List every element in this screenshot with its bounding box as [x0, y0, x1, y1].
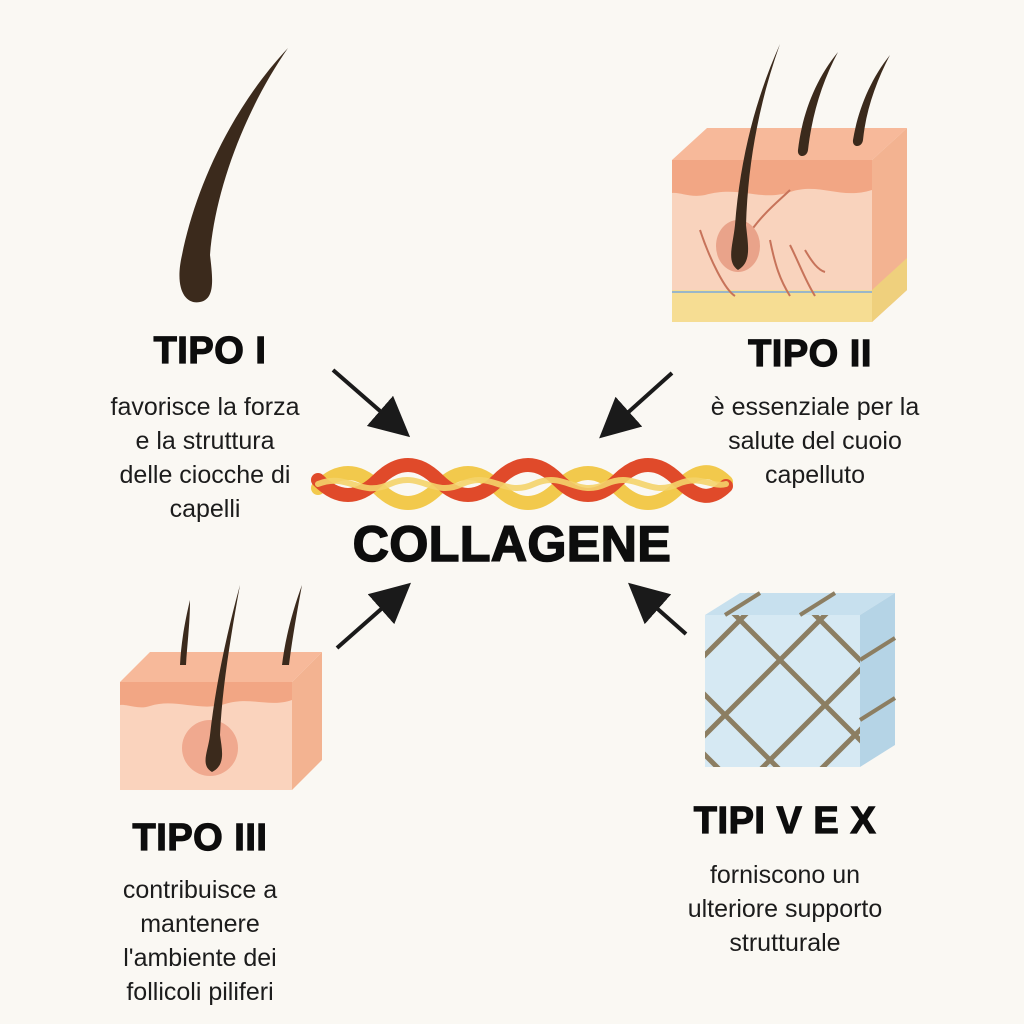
scalp-skin-block-icon	[672, 44, 907, 322]
hair-strand-icon	[179, 48, 288, 303]
type-5-10-description: forniscono un ulteriore supporto struttu…	[687, 861, 883, 957]
type-5-10-title: TIPI V E X	[693, 799, 877, 842]
type-1-description: favorisce la forza e la struttura delle …	[110, 393, 300, 523]
type-2-description: è essenziale per la salute del cuoio cap…	[710, 393, 920, 489]
arrow-tipi-v-x	[628, 582, 688, 636]
type-3-description: contribuisce a mantenere l'ambiente dei …	[122, 876, 278, 1006]
arrow-tipo-i	[331, 368, 411, 438]
collagen-mesh-cube-icon	[705, 591, 897, 767]
arrow-tipo-iii	[335, 582, 412, 650]
arrow-tipo-ii	[599, 371, 674, 439]
type-1-title: TIPO I	[153, 329, 267, 372]
type-2-title: TIPO II	[747, 332, 872, 375]
skin-follicle-block-icon	[120, 585, 322, 790]
center-title: COLLAGENE	[352, 515, 672, 573]
type-3-title: TIPO III	[132, 816, 268, 859]
collagen-helix-icon	[311, 458, 733, 510]
